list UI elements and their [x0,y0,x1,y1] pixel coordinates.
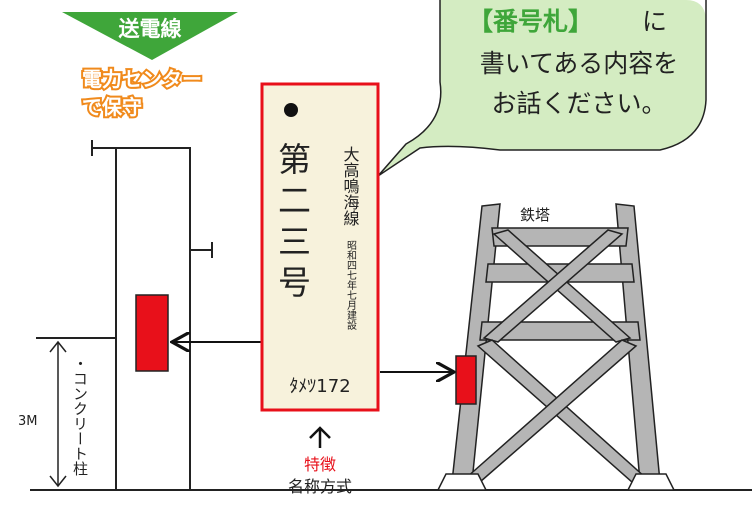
tower-footings [436,473,676,491]
transmission-line-banner [62,12,238,60]
bubble-line3: お話ください。 [491,89,666,118]
steel-tower [451,203,661,483]
number-tag-border [260,82,380,412]
naming-method-label: 名称方式 [288,477,352,496]
steel-tower-label: 鉄塔 [520,206,550,224]
tag-built-date: 昭和四七年七月建設 [345,240,357,331]
bubble-line1-suffix: に [642,7,667,36]
height-label: 3M [18,414,38,429]
tower-number-plate [455,355,477,405]
pole-step-right [190,242,213,258]
speech-bubble [378,0,706,176]
tag-code: ﾀﾒﾂ172 [289,376,350,397]
pole-number-plate [135,294,169,372]
tag-hole [284,103,298,117]
transmission-line-label: 送電線 [119,17,182,41]
power-center-label-line1: 電力センター [82,67,202,91]
bubble-line2: 書いてある内容を [480,49,679,78]
feature-label: 特徴 [304,455,336,474]
pole-step-left [91,140,116,156]
tag-line-name: 大高鳴海線 [341,146,360,226]
height-arrow-bottom [49,475,67,488]
power-center-label-line2: で保守 [82,95,142,119]
feature-up-arrow [309,426,331,448]
tag-main-label: 第二三号 [273,142,312,306]
speech-bubble-outline [377,0,707,177]
bubble-line1-bracketed: 【番号札】 [468,7,593,36]
height-arrow-top [49,340,67,353]
concrete-pole-label: ・コンクリート柱 [71,356,89,476]
